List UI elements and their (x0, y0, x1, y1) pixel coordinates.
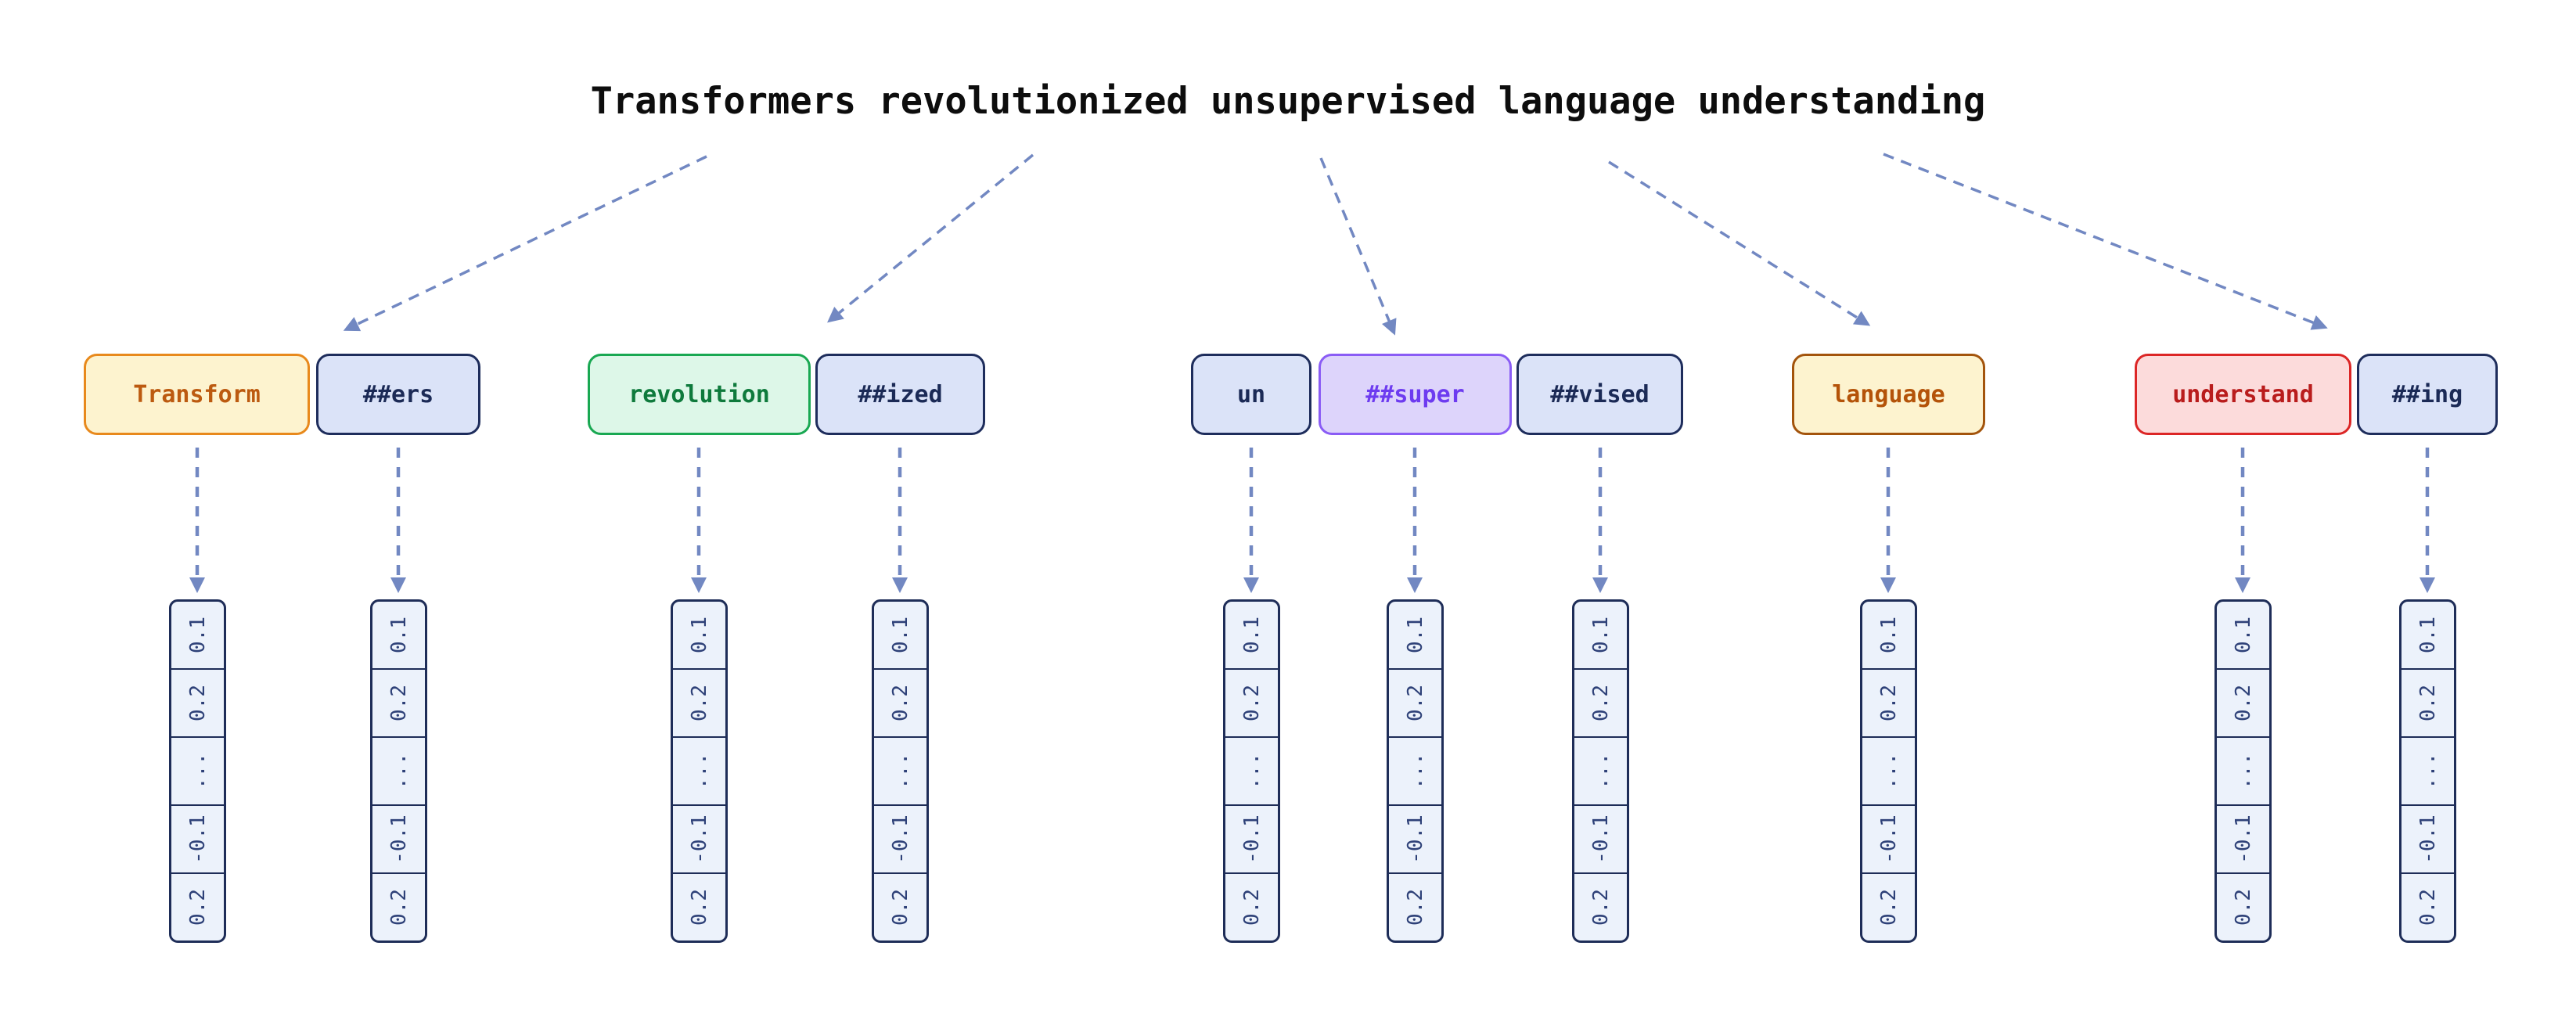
vector-cell: ... (1225, 736, 1278, 804)
vector-cell: -0.1 (171, 804, 224, 872)
vector-cell: 0.2 (2402, 872, 2454, 940)
vector-language: 0.1 0.2 ... -0.1 0.2 (1860, 599, 1917, 943)
vector-cell: 0.1 (1876, 617, 1901, 653)
vector-cell: ... (874, 736, 926, 804)
vector-cell: 0.2 (372, 872, 425, 940)
vector-cell: ... (372, 736, 425, 804)
vector-cell: -0.1 (2217, 804, 2269, 872)
vector-revolution: 0.1 0.2 ... -0.1 0.2 (671, 599, 728, 943)
vector-cell: -0.1 (874, 804, 926, 872)
vector-cell: ... (2217, 736, 2269, 804)
token-ers: ##ers (316, 354, 480, 435)
vector-cell: 0.1 (387, 617, 411, 653)
vector-cell: -0.1 (673, 804, 725, 872)
vector-cell: 0.1 (687, 617, 711, 653)
vector-cell: ... (2402, 736, 2454, 804)
vector-cell: -0.1 (1389, 804, 1441, 872)
vector-cell: -0.1 (372, 804, 425, 872)
vector-cell: -0.1 (2402, 804, 2454, 872)
vector-cell: 0.1 (888, 617, 912, 653)
vector-cell: 0.2 (1574, 668, 1627, 736)
vector-cell: 0.2 (1389, 872, 1441, 940)
vector-cell: ... (171, 736, 224, 804)
token-understand: understand (2135, 354, 2351, 435)
vector-cell: 0.1 (1403, 617, 1427, 653)
sentence-to-token-arrow-language (1608, 160, 1871, 326)
vector-cell: -0.1 (1574, 804, 1627, 872)
vector-cell: 0.2 (1225, 668, 1278, 736)
vector-cell: 0.2 (1389, 668, 1441, 736)
vector-understand: 0.1 0.2 ... -0.1 0.2 (2214, 599, 2272, 943)
vector-cell: ... (1389, 736, 1441, 804)
token-language: language (1792, 354, 1985, 435)
vector-cell: 0.2 (2217, 668, 2269, 736)
vector-cell: 0.2 (171, 872, 224, 940)
vector-cell: 0.2 (874, 668, 926, 736)
token-ing: ##ing (2357, 354, 2498, 435)
vector-cell: -0.1 (1225, 804, 1278, 872)
vector-cell: 0.2 (171, 668, 224, 736)
vector-vised: 0.1 0.2 ... -0.1 0.2 (1572, 599, 1629, 943)
vector-cell: 0.2 (874, 872, 926, 940)
vector-cell: 0.2 (673, 872, 725, 940)
vector-cell: 0.1 (1239, 617, 1264, 653)
vector-cell: 0.1 (2231, 617, 2255, 653)
vector-cell: ... (1574, 736, 1627, 804)
vector-cell: 0.1 (2416, 617, 2440, 653)
token-ized: ##ized (815, 354, 985, 435)
token-vised: ##vised (1516, 354, 1683, 435)
vector-cell: 0.2 (2402, 668, 2454, 736)
vector-un: 0.1 0.2 ... -0.1 0.2 (1223, 599, 1280, 943)
vector-ers: 0.1 0.2 ... -0.1 0.2 (370, 599, 427, 943)
vector-cell: 0.1 (185, 617, 210, 653)
token-super: ##super (1319, 354, 1512, 435)
vector-ized: 0.1 0.2 ... -0.1 0.2 (872, 599, 929, 943)
vector-cell: 0.2 (1574, 872, 1627, 940)
vector-super: 0.1 0.2 ... -0.1 0.2 (1387, 599, 1444, 943)
vector-cell: ... (673, 736, 725, 804)
token-revolution: revolution (588, 354, 811, 435)
vector-ing: 0.1 0.2 ... -0.1 0.2 (2399, 599, 2456, 943)
vector-cell: -0.1 (1862, 804, 1915, 872)
token-un: un (1191, 354, 1311, 435)
vector-cell: 0.2 (372, 668, 425, 736)
vector-cell: 0.1 (1588, 617, 1613, 653)
vector-cell: 0.2 (1862, 668, 1915, 736)
sentence-to-token-arrow-understanding (1883, 153, 2328, 330)
vector-cell: 0.2 (2217, 872, 2269, 940)
sentence-to-token-arrow-revolutionized (827, 153, 1034, 323)
vector-cell: ... (1862, 736, 1915, 804)
sentence-to-token-arrow-transformers (343, 155, 707, 332)
vector-cell: 0.2 (1225, 872, 1278, 940)
sentence-to-token-arrow-unsupervised (1319, 157, 1397, 336)
vector-cell: 0.2 (1862, 872, 1915, 940)
token-transform: Transform (84, 354, 310, 435)
vector-cell: 0.2 (673, 668, 725, 736)
vector-transform: 0.1 0.2 ... -0.1 0.2 (169, 599, 226, 943)
sentence-text: Transformers revolutionized unsupervised… (590, 80, 1986, 123)
